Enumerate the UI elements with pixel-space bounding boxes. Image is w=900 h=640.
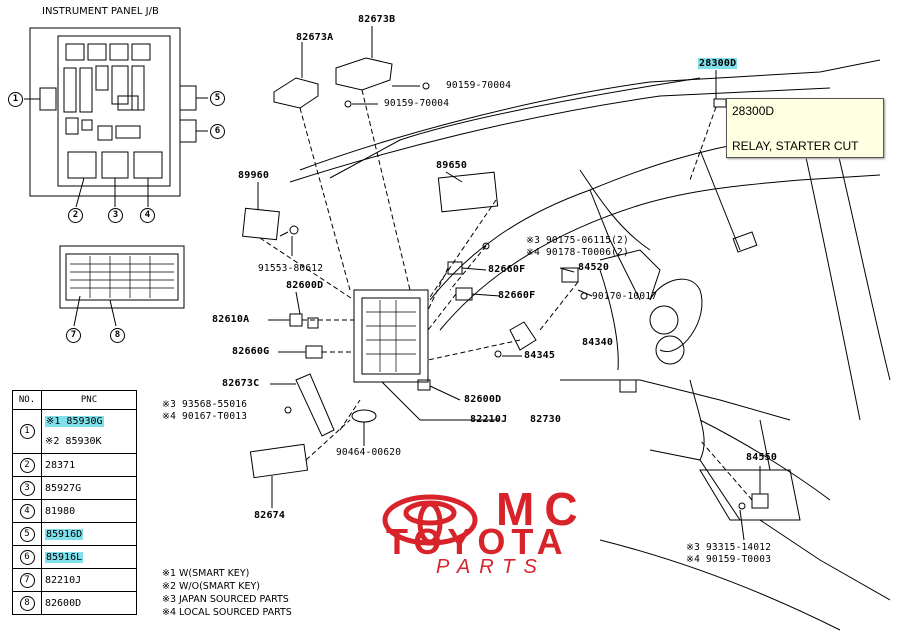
pnc-value[interactable]: 85927G	[45, 482, 82, 494]
callout-5[interactable]: 5	[210, 91, 225, 106]
part-label-82600d[interactable]: 82600D	[286, 280, 324, 291]
callout-4[interactable]: 4	[140, 208, 155, 223]
part-label-90159-70004[interactable]: 90159-70004	[384, 98, 450, 109]
part-label-82610a[interactable]: 82610A	[212, 314, 250, 325]
footnote: ※1 W(SMART KEY)	[162, 568, 250, 579]
part-label-93315[interactable]: ※3 93315-14012	[686, 542, 772, 553]
pnc-value[interactable]: 85916L	[45, 551, 84, 563]
footnote: ※4 LOCAL SOURCED PARTS	[162, 607, 292, 618]
part-label-84345[interactable]: 84345	[524, 350, 556, 361]
footnotes: ※1 W(SMART KEY) ※2 W/O(SMART KEY) ※3 JAP…	[162, 567, 292, 619]
diagram-title: INSTRUMENT PANEL J/B	[42, 6, 159, 17]
table-row: 5 85916D	[12, 522, 137, 546]
jb-outline	[29, 27, 181, 197]
watermark-mc: MC	[496, 483, 588, 535]
watermark-parts: PARTS	[436, 556, 546, 578]
part-label-89960[interactable]: 89960	[238, 170, 270, 181]
pnc-header-pnc: PNC	[41, 390, 137, 410]
part-label-82660g[interactable]: 82660G	[232, 346, 270, 357]
table-row: 8 82600D	[12, 591, 137, 615]
watermark-toyota: TOYOTA	[386, 521, 569, 562]
part-label-82674[interactable]: 82674	[254, 510, 286, 521]
part-label-28300d[interactable]: 28300D	[698, 58, 738, 69]
part-label-82673c[interactable]: 82673C	[222, 378, 260, 389]
table-row: 3 85927G	[12, 476, 137, 500]
pnc-value[interactable]: 82600D	[45, 597, 82, 609]
callout-2[interactable]: 2	[68, 208, 83, 223]
part-label-84520[interactable]: 84520	[578, 262, 610, 273]
part-label-84550[interactable]: 84550	[746, 452, 778, 463]
callout-1[interactable]: 1	[8, 92, 23, 107]
part-label-93568[interactable]: ※3 93568-55016	[162, 399, 248, 410]
pnc-value[interactable]: ※1 85930G	[45, 415, 104, 427]
part-label-90159-70004[interactable]: 90159-70004	[446, 80, 512, 91]
part-label-82600d[interactable]: 82600D	[464, 394, 502, 405]
callout-6[interactable]: 6	[210, 124, 225, 139]
part-label-82660f[interactable]: 82660F	[488, 264, 526, 275]
part-label-90170-10017[interactable]: 90170-10017	[592, 291, 658, 302]
part-tooltip: 28300D RELAY, STARTER CUT	[726, 98, 884, 158]
table-row: 1 ※1 85930G ※2 85930K	[12, 409, 137, 454]
tooltip-code: 28300D	[732, 104, 775, 118]
toyota-logo-icon	[382, 494, 478, 546]
pnc-value[interactable]: 82210J	[45, 574, 82, 586]
footnote: ※2 W/O(SMART KEY)	[162, 581, 261, 592]
callout-7[interactable]: 7	[66, 328, 81, 343]
part-label-90175[interactable]: ※3 90175-06115(2)	[526, 235, 629, 246]
callout-3[interactable]: 3	[108, 208, 123, 223]
table-row: 2 28371	[12, 453, 137, 477]
pnc-value[interactable]: 28371	[45, 459, 76, 471]
pnc-table: NO. PNC 1 ※1 85930G ※2 85930K 2 28371 3 …	[12, 390, 137, 615]
tooltip-description: RELAY, STARTER CUT	[732, 139, 859, 153]
callout-8[interactable]: 8	[110, 328, 125, 343]
footnote: ※3 JAPAN SOURCED PARTS	[162, 594, 289, 605]
table-row: 6 85916L	[12, 545, 137, 569]
pnc-value[interactable]: 81980	[45, 505, 76, 517]
pnc-value[interactable]: ※2 85930K	[45, 435, 102, 447]
part-label-90159-t0003[interactable]: ※4 90159-T0003	[686, 554, 772, 565]
pnc-value[interactable]: 85916D	[45, 528, 84, 540]
part-label-82673a[interactable]: 82673A	[296, 32, 334, 43]
table-row: 7 82210J	[12, 568, 137, 592]
part-label-91553-80612[interactable]: 91553-80612	[258, 263, 324, 274]
part-label-90178[interactable]: ※4 90178-T0006(2)	[526, 247, 629, 258]
part-label-82730[interactable]: 82730	[530, 414, 562, 425]
part-label-84340[interactable]: 84340	[582, 337, 614, 348]
part-label-82210j[interactable]: 82210J	[470, 414, 508, 425]
pnc-header-no: NO.	[12, 390, 42, 410]
part-label-82673b[interactable]: 82673B	[358, 14, 396, 25]
part-label-90167[interactable]: ※4 90167-T0013	[162, 411, 248, 422]
part-label-82660f[interactable]: 82660F	[498, 290, 536, 301]
table-row: 4 81980	[12, 499, 137, 523]
part-label-89650[interactable]: 89650	[436, 160, 468, 171]
part-label-90464[interactable]: 90464-00620	[336, 447, 402, 458]
